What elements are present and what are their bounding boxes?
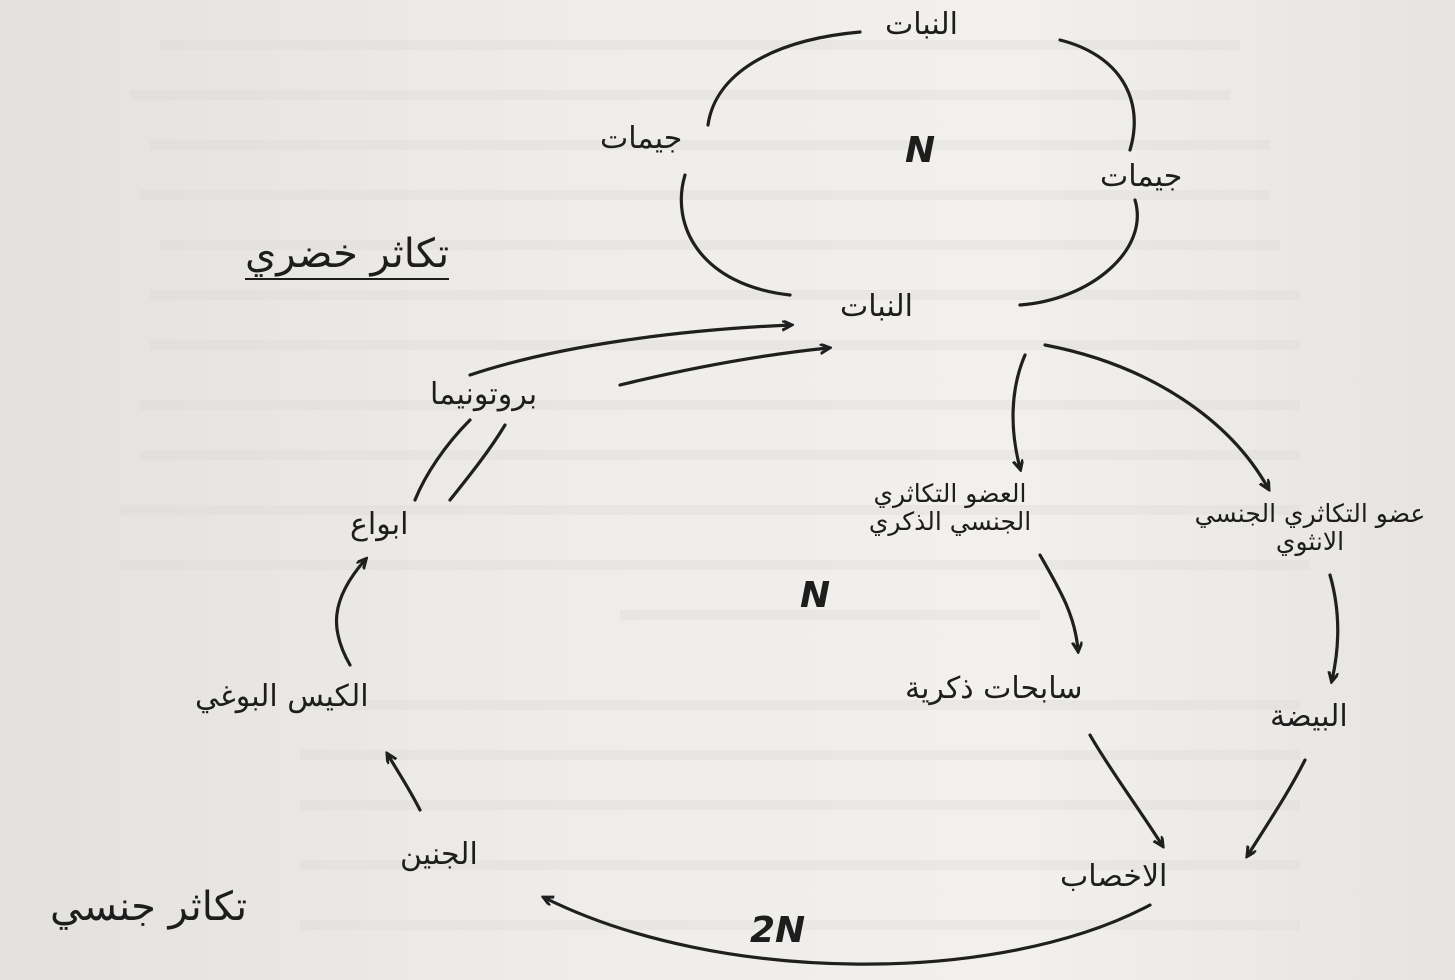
spore-sac-label: الكيس البوغي xyxy=(195,679,369,714)
arrow-egg-to-fertilization xyxy=(1248,758,1307,855)
female-organ-label: عضو التكاثري الجنسي الانثوي xyxy=(1194,499,1426,556)
arrow-female-organ-to-egg xyxy=(1330,573,1340,680)
stroke-buds-to-protonema-2 xyxy=(448,423,507,502)
embryo-label: الجنين xyxy=(400,837,478,872)
spores-label-left: جيمات xyxy=(600,121,683,156)
arrow-male-organ-to-sperm xyxy=(1038,553,1078,650)
arrow-embryo-to-spore-sac xyxy=(388,755,422,812)
top-arc-right-upper xyxy=(1058,38,1136,152)
top-arc-right-lower xyxy=(1018,198,1139,307)
fertilization-label: الاخصاب xyxy=(1060,859,1168,894)
sperm-label: سابحات ذكرية xyxy=(905,671,1083,706)
faint-background-text xyxy=(120,40,1310,930)
buds-label: ابواع xyxy=(350,507,409,542)
arrow-protonema-to-plant-1 xyxy=(468,325,790,377)
vegetative-reproduction-label: تكاثر خضري xyxy=(245,232,450,280)
egg-label: البيضة xyxy=(1270,699,1348,734)
arrow-spore-sac-to-buds xyxy=(334,560,365,667)
spores-label-right: جيمات xyxy=(1100,159,1183,194)
male-organ-label: العضو التكاثري الجنسي الذكري xyxy=(868,479,1032,536)
protonema-label: بروتونيما xyxy=(430,377,538,412)
top-arc-left-lower xyxy=(679,173,792,297)
plant-label-middle: النبات xyxy=(840,289,913,324)
ploidy-bottom: 2N xyxy=(750,910,806,951)
arrow-protonema-to-plant-2 xyxy=(618,348,828,387)
stroke-buds-to-protonema-1 xyxy=(413,418,472,502)
ploidy-top: N xyxy=(905,130,936,171)
plant-label-top: النبات xyxy=(885,7,958,42)
top-arc-left-upper xyxy=(706,30,862,127)
arrow-plant-to-female-organ xyxy=(1043,343,1268,488)
arrow-plant-to-male-organ xyxy=(1011,353,1027,468)
arrow-fertilization-to-embryo xyxy=(545,898,1152,966)
ploidy-middle: N xyxy=(800,575,831,616)
sexual-reproduction-label: تكاثر جنسي xyxy=(50,884,248,930)
arrow-sperm-to-fertilization xyxy=(1088,733,1162,845)
